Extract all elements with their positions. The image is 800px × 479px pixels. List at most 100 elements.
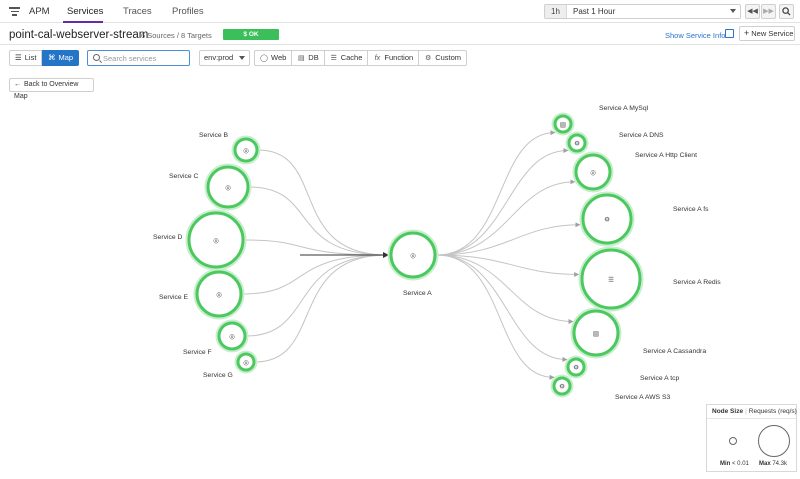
list-view-button[interactable]: ☰List — [9, 50, 42, 66]
filter-custom[interactable]: ⚙Custom — [419, 50, 468, 66]
database-icon: ▤ — [297, 55, 305, 62]
legend-header: Node Size|Requests (req/s) — [707, 405, 797, 419]
node-source-2[interactable]: ◎ — [185, 209, 247, 271]
edge-target-7 — [436, 254, 555, 380]
node-target-5-ring — [572, 309, 620, 357]
edge-source-4 — [245, 254, 388, 337]
node-source-0[interactable]: ◎ — [231, 135, 261, 165]
chevron-down-icon — [239, 56, 245, 60]
node-target-3-ring — [581, 193, 633, 245]
node-source-4-halo — [215, 319, 249, 353]
time-range-selector[interactable]: 1h Past 1 Hour — [544, 4, 741, 19]
back-to-overview-button[interactable]: ←Back to Overview Map — [9, 78, 94, 100]
map-view-button[interactable]: ⌘Map — [42, 50, 79, 66]
node-size-legend: Node Size|Requests (req/s) Min < 0.01 Ma… — [706, 404, 797, 472]
filter-custom-label: Custom — [435, 53, 462, 62]
search-box[interactable] — [87, 50, 190, 66]
node-source-1[interactable]: ◎ — [204, 163, 252, 211]
node-label-target-0: Service A MySql — [599, 105, 649, 112]
edge-target-1 — [436, 148, 569, 256]
filter-db[interactable]: ▤DB — [292, 50, 325, 66]
node-target-4[interactable]: ☰ — [578, 246, 644, 312]
search-button[interactable] — [779, 4, 794, 19]
app-title: APM — [29, 6, 50, 17]
edge-source-5 — [254, 254, 388, 363]
time-range-label: Past 1 Hour — [573, 7, 616, 16]
globe-icon: ◎ — [243, 358, 249, 366]
node-source-1-halo — [204, 163, 252, 211]
node-target-7-ring — [552, 376, 572, 396]
cog-icon: ⚙ — [573, 363, 579, 371]
filter-function-label: Function — [384, 53, 414, 62]
tab-traces[interactable]: Traces — [123, 6, 152, 17]
node-target-5-halo — [570, 307, 622, 359]
node-target-2-halo — [572, 151, 614, 193]
legend-max: Max 74.3k — [759, 461, 787, 467]
node-source-4-ring — [217, 321, 247, 351]
globe-icon: ◎ — [229, 332, 235, 340]
panel-icon[interactable] — [725, 29, 734, 38]
chevron-down-icon — [730, 9, 736, 13]
node-source-3[interactable]: ◎ — [193, 268, 245, 320]
node-label-target-5: Service A Cassandra — [643, 348, 706, 355]
legend-separator: | — [745, 408, 747, 415]
node-target-1-halo — [565, 131, 589, 155]
map-edges — [241, 130, 581, 380]
env-selector-label: env:prod — [204, 53, 234, 62]
node-source-0-halo — [231, 135, 261, 165]
search-input[interactable] — [103, 52, 188, 64]
edge-target-0 — [436, 130, 556, 256]
edge-target-4 — [436, 254, 580, 277]
node-target-6-halo — [564, 355, 588, 379]
node-target-3[interactable]: ⚙ — [579, 191, 635, 247]
back-to-overview-label: Back to Overview Map — [14, 81, 79, 100]
edge-source-2 — [243, 239, 388, 256]
database-icon: ▤ — [560, 120, 566, 128]
node-target-4-halo — [578, 246, 644, 312]
node-source-4[interactable]: ◎ — [215, 319, 249, 353]
new-service-button[interactable]: +New Service — [739, 26, 795, 41]
globe-icon: ◎ — [225, 183, 231, 191]
node-label-source-5: Service G — [203, 372, 233, 379]
show-service-info-link[interactable]: Show Service Info — [665, 31, 726, 40]
node-target-1[interactable]: ⚙ — [565, 131, 589, 155]
tab-services[interactable]: Services — [67, 6, 104, 17]
list-icon: ☰ — [15, 53, 22, 62]
node-target-6[interactable]: ⚙ — [564, 355, 588, 379]
filter-cache[interactable]: ☰Cache — [324, 50, 369, 66]
new-service-label: New Service — [751, 29, 794, 38]
env-selector[interactable]: env:prod — [199, 50, 250, 66]
tab-profiles[interactable]: Profiles — [172, 6, 204, 17]
filter-cache-label: Cache — [340, 53, 363, 62]
step-forward-button[interactable]: ▶▶ — [761, 4, 776, 19]
node-target-7-halo — [550, 374, 574, 398]
map-view-label: Map — [58, 53, 74, 62]
node-target-2[interactable]: ◎ — [572, 151, 614, 193]
node-target-1-ring — [567, 133, 587, 153]
edge-target-6 — [436, 254, 568, 362]
node-target-0[interactable]: ▤ — [551, 112, 575, 136]
legend-min-label: Min — [720, 461, 731, 467]
legend-max-value: 74.3k — [772, 461, 788, 467]
node-center[interactable]: ◎ — [387, 229, 439, 281]
rewind-icon: ◀◀ — [747, 8, 758, 15]
filter-web[interactable]: ◯Web — [254, 50, 293, 66]
search-icon — [782, 7, 791, 16]
node-source-3-halo — [193, 268, 245, 320]
step-back-button[interactable]: ◀◀ — [745, 4, 760, 19]
node-source-5-ring — [236, 352, 256, 372]
node-label-source-0: Service B — [199, 132, 229, 139]
node-source-2-ring — [187, 211, 245, 269]
globe-icon: ◎ — [213, 236, 219, 244]
node-source-5[interactable]: ◎ — [234, 350, 258, 374]
menu-icon[interactable] — [9, 7, 20, 16]
node-center-halo — [387, 229, 439, 281]
legend-metric: Requests (req/s) — [748, 408, 797, 415]
fast-forward-icon: ▶▶ — [763, 8, 774, 15]
node-target-5[interactable]: ▤ — [570, 307, 622, 359]
edge-source-1 — [248, 186, 388, 256]
node-target-7[interactable]: ⚙ — [550, 374, 574, 398]
